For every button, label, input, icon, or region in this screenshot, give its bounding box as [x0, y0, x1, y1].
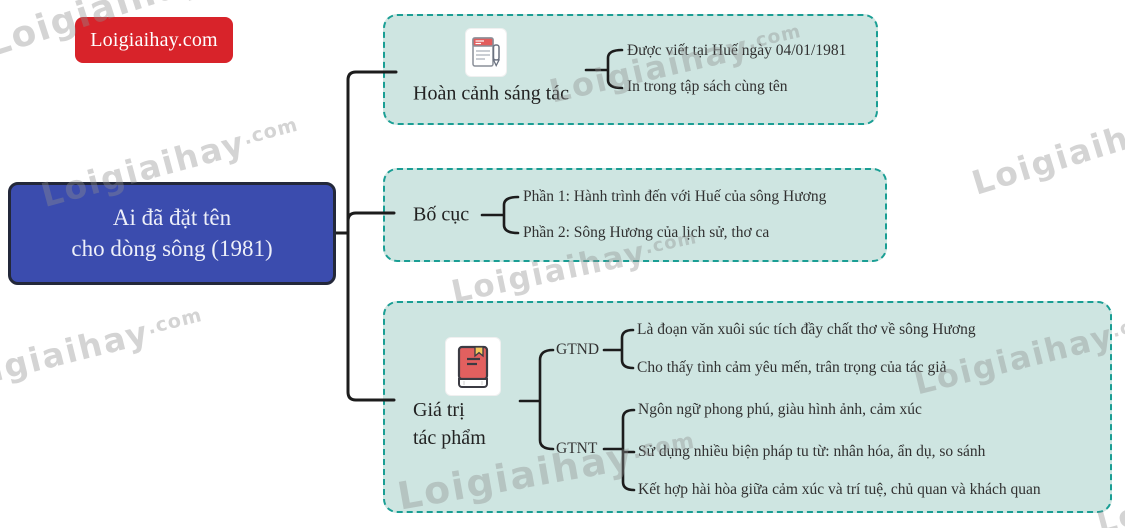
branch-1-item-2: In trong tập sách cùng tên	[627, 78, 788, 95]
branch-2-label: Bố cục	[413, 203, 470, 226]
watermark: Loigiaihay.com	[967, 104, 1125, 203]
gtnt-item-2: Sử dụng nhiều biện pháp tu từ: nhân hóa,…	[638, 443, 986, 460]
red-book-icon-glyph	[457, 345, 489, 388]
branch-box-bo-cuc	[383, 168, 887, 262]
branch-1-item-1: Được viết tại Huế ngày 04/01/1981	[627, 42, 847, 59]
gtnd-label: GTND	[556, 341, 600, 358]
branch-2-item-2: Phần 2: Sông Hương của lịch sử, thơ ca	[523, 224, 770, 241]
branch-2-item-1: Phần 1: Hành trình đến với Huế của sông …	[523, 188, 827, 205]
branch-3-label: Giá trị tác phẩm	[413, 396, 486, 452]
newspaper-pen-icon	[466, 29, 506, 76]
gtnt-item-3: Kết hợp hài hòa giữa cảm xúc và trí tuệ,…	[638, 481, 1041, 498]
branch-box-gia-tri-tac-pham	[383, 301, 1112, 513]
gtnd-item-2: Cho thấy tình cảm yêu mến, trân trọng củ…	[637, 359, 947, 376]
branch-3-label-line-2: tác phẩm	[413, 427, 486, 449]
branch-1-label: Hoàn cảnh sáng tác	[413, 82, 570, 105]
branch-3-label-line-1: Giá trị	[413, 399, 465, 421]
brand-badge: Loigiaihay.com	[75, 17, 233, 63]
gtnt-label: GTNT	[556, 440, 598, 457]
root-topic-node: Ai đã đặt tên cho dòng sông (1981)	[8, 182, 336, 285]
root-title-line-2: cho dòng sông (1981)	[71, 235, 273, 261]
gtnd-item-1: Là đoạn văn xuôi súc tích đầy chất thơ v…	[637, 321, 976, 338]
newspaper-pen-icon-glyph	[472, 37, 501, 67]
root-title-line-1: Ai đã đặt tên	[112, 205, 232, 231]
watermark: Loigiaihay.com	[0, 303, 205, 401]
red-book-icon	[446, 338, 500, 395]
gtnt-item-1: Ngôn ngữ phong phú, giàu hình ảnh, cảm x…	[638, 401, 922, 418]
brand-badge-label: Loigiaihay.com	[90, 28, 218, 51]
branch-box-hoan-canh-sang-tac	[383, 14, 878, 125]
